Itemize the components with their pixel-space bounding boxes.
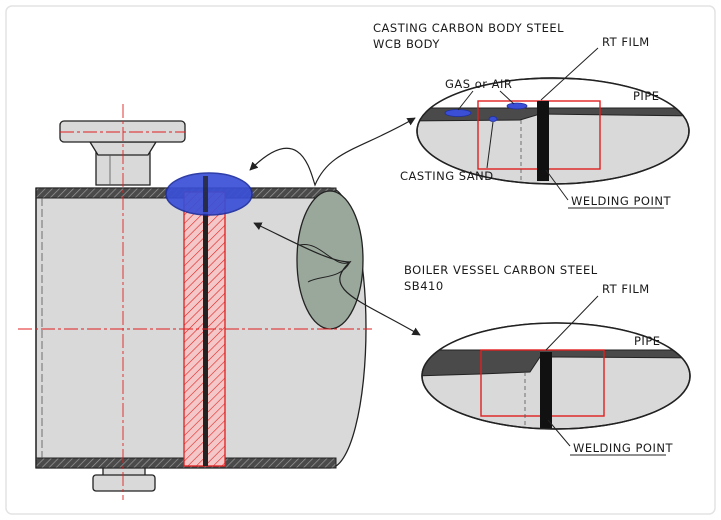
bottom-leader-lines <box>545 295 666 456</box>
top-title-line2: WCB BODY <box>373 37 440 51</box>
top-title-line1: CASTING CARBON BODY STEEL <box>373 21 564 35</box>
bottom-weld <box>540 352 552 429</box>
bottom-pipe-label: PIPE <box>634 334 661 348</box>
top-leader-lines <box>457 47 664 209</box>
bottom-callout-arrow <box>253 222 421 336</box>
top-weld <box>537 101 549 181</box>
bottom-title-line1: BOILER VESSEL CARBON STEEL <box>404 263 598 277</box>
top-callout-arrow <box>249 117 416 187</box>
top-welding-point-label: WELDING POINT <box>571 194 671 208</box>
gas-void <box>444 109 472 117</box>
bottom-welding-point-label: WELDING POINT <box>573 441 673 455</box>
inspection-highlight <box>165 172 253 216</box>
bottom-title-line2: SB410 <box>404 279 444 293</box>
top-rt-film-label: RT FILM <box>602 35 650 49</box>
vessel-end-cap <box>296 190 364 330</box>
sand-inclusion <box>488 116 498 122</box>
top-pipe-label: PIPE <box>633 89 660 103</box>
top-casting-sand-label: CASTING SAND <box>400 169 494 183</box>
bottom-rt-film-label: RT FILM <box>602 282 650 296</box>
top-gas-air-label: GAS or AIR <box>445 77 512 91</box>
